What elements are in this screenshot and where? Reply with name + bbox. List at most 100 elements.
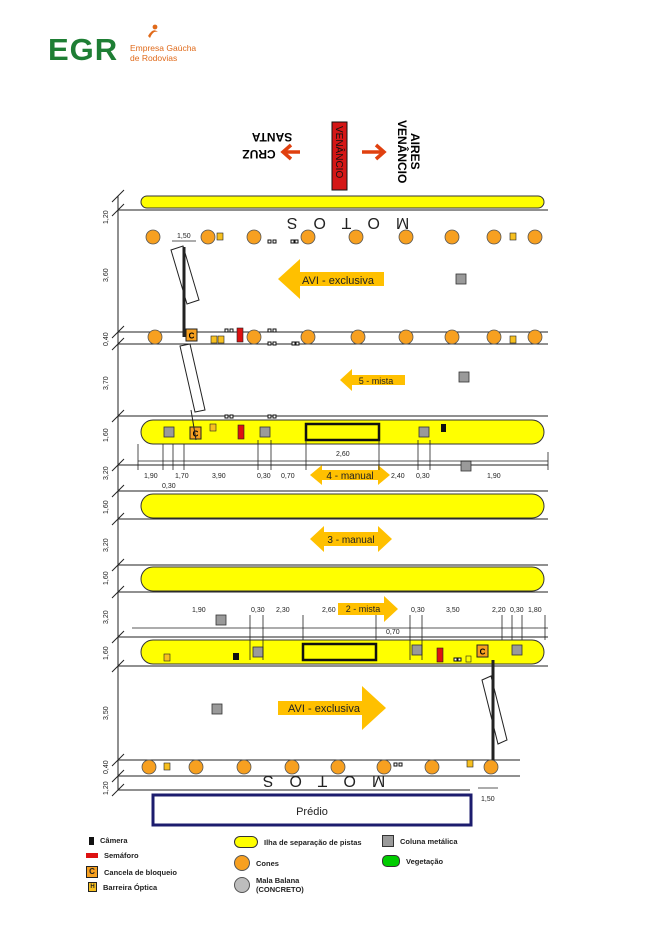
metal-column-icon [458,371,470,383]
marker-icon [272,239,277,244]
logo-line-2: de Rodovias [130,53,178,63]
legend-camera-label: Câmera [100,836,128,845]
camera-icon [89,836,94,845]
lane-3: 3 - manual [327,535,374,546]
metal-column-icon [215,614,227,626]
left-dimension-labels: 1,20 3,60 0,40 3,70 1,60 3,20 1,60 3,20 … [103,210,110,795]
barrier-arm-outline [179,343,206,413]
traffic-light-icon [237,424,245,440]
marker-icon [229,414,234,419]
cone-icon [141,759,157,775]
dim-left-13: 1,20 [103,781,110,795]
cones [141,229,543,775]
dim-row2-7: 2,20 [492,607,506,614]
cone-icon [300,329,316,345]
marker-icon [457,657,462,662]
dim-left-1: 3,60 [103,268,110,282]
optical-barrier-icon [209,423,217,432]
dim-row1-1: 0,30 [162,483,176,490]
legend-camera: Câmera [86,836,128,845]
metal-column-icon [511,644,523,656]
dim-row1-6: 2,60 [336,451,350,458]
metal-column-icon [252,646,264,658]
dim-row2-2: 2,30 [276,607,290,614]
lane2-arrow-icon [338,596,398,622]
dims-row-2: 1,90 0,30 2,30 2,60 0,70 0,30 3,50 2,20 … [132,607,548,660]
metal-column-icon [455,273,467,285]
legend-semaforo: Semáforo [86,851,139,860]
cone-icon [284,759,300,775]
direction-left-arrowhead-icon [280,143,293,161]
cone-icon [236,759,252,775]
traffic-lights [236,327,444,663]
barrier-gates: C C C [185,328,489,658]
marker-icon [393,762,398,767]
logo-line-1: Empresa Gaúcha [130,43,197,53]
logo-brand: EGR [48,32,119,67]
legend-mala-line-2: (CONCRETO) [256,885,304,894]
traffic-light-icon [86,853,98,858]
cone-icon [348,229,364,245]
dim-row2-1: 0,30 [251,607,265,614]
metal-column-icon [163,426,175,438]
dim-left-10: 1,60 [103,646,110,660]
avi-bottom-arrow-icon [278,686,386,730]
avi-top-arrow-icon [278,259,384,299]
legend-mala-label: Mala Balana (CONCRETO) [256,876,304,894]
barrier-gate-icon [476,644,489,658]
lane5-arrow-icon [340,369,405,391]
dim-bottom: 1,50 [481,796,495,803]
marker-icon [272,414,277,419]
cameras [233,424,446,660]
cone-icon [444,329,460,345]
barrier-gate-label: C [189,332,195,341]
optical-barrier-icon [217,335,225,344]
direction-right-line1: VENÂNCIO [395,120,410,183]
dim-row2-8: 0,30 [510,607,524,614]
dim-row1-9: 1,90 [487,473,501,480]
marker-icon [267,414,272,419]
optical-barriers [163,232,517,771]
island-2 [140,493,545,519]
dim-row2-3: 2,60 [322,607,336,614]
cone-icon [376,759,392,775]
dim-row2-5: 0,30 [411,607,425,614]
direction-right-line2: AIRES [408,133,422,170]
dim-row2-9: 1,80 [528,607,542,614]
left-ticks [111,189,125,797]
cone-icon [147,329,163,345]
dim-left-12: 0,40 [103,760,110,774]
island-top [140,195,545,209]
cone-icon [398,329,414,345]
island-3 [140,566,545,592]
marker-icon [272,341,277,346]
marker-icon [272,328,277,333]
dim-left-11: 3,50 [103,706,110,720]
dim-row1-0: 1,90 [144,473,158,480]
marker-icon [229,328,234,333]
dim-left-5: 3,20 [103,466,110,480]
optical-barrier-icon: H [88,882,97,892]
legend-vegetacao: Vegetação [382,855,443,867]
direction-header: SANTA CRUZ VENÂNCIO VENÂNCIO AIRES [242,120,422,191]
motos-bottom: MOTOS [247,772,385,789]
lane-arrows: AVI - exclusiva 5 - mista 4 - manual 3 -… [278,259,405,730]
cone-icon [486,329,502,345]
dim-row1-5: 0,70 [281,473,295,480]
direction-left-line2: CRUZ [242,147,275,161]
cone-icon [234,855,250,871]
optical-barrier-icon [216,232,224,241]
legend-semaforo-label: Semáforo [104,851,139,860]
barrier-gate-label: C [480,648,486,657]
cone-icon [246,229,262,245]
cone-icon [527,229,543,245]
building-label: Prédio [296,806,328,818]
direction-right-arrowhead-icon [374,143,387,161]
barrier-gate-icon: C [86,866,98,878]
legend-mala: Mala Balana (CONCRETO) [234,876,304,894]
dim-left-9: 3,20 [103,610,110,624]
cone-icon [350,329,366,345]
direction-center: VENÂNCIO [333,126,346,178]
lane-4: 4 - manual [326,471,373,482]
